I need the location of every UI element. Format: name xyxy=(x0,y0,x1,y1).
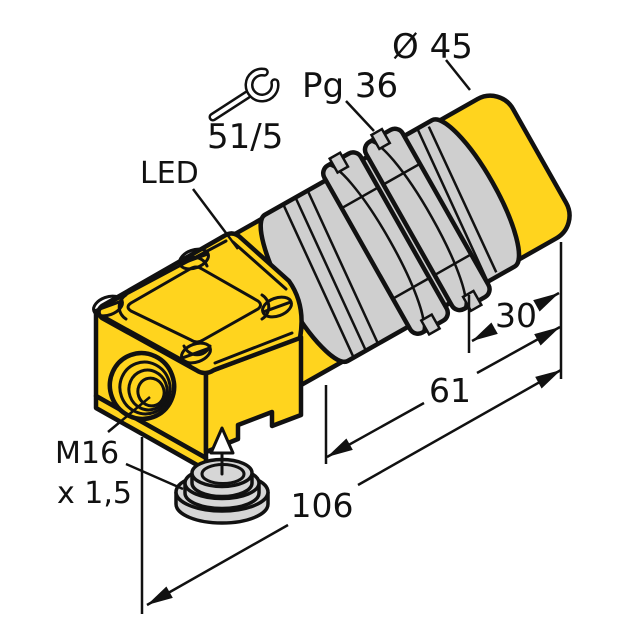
dimension-arrow xyxy=(147,586,173,605)
screw-pocket-arc xyxy=(117,293,128,321)
lid-screw xyxy=(180,341,212,365)
wrench-handle-fill xyxy=(211,93,249,119)
label-cable-gland-line1: M16 xyxy=(55,436,119,471)
thread-ridge xyxy=(294,197,367,351)
screw-pocket-arc xyxy=(260,293,271,321)
leader-diameter xyxy=(445,59,471,91)
nut-facet-line xyxy=(392,276,431,300)
label-diameter: Ø 45 xyxy=(392,27,473,67)
m16-thread-ring xyxy=(118,360,172,416)
lid-screw xyxy=(178,247,210,271)
dimension-arrow xyxy=(533,293,559,312)
screw-head xyxy=(261,295,293,319)
dimension-arrow xyxy=(534,327,560,346)
label-led: LED xyxy=(140,156,199,191)
m16-thread-ring xyxy=(136,376,166,408)
lid-chamfer-line xyxy=(231,240,288,291)
screw-head xyxy=(180,341,212,365)
thread-ridge xyxy=(282,204,355,358)
nut-slot xyxy=(419,312,442,337)
label-cable-gland-line2: x 1,5 xyxy=(57,476,132,511)
screw-slot xyxy=(180,253,208,265)
dimension-30: 30 xyxy=(471,291,560,343)
dimension-30-value: 30 xyxy=(495,296,537,335)
up-arrow-icon xyxy=(209,426,235,476)
thread-ridge xyxy=(416,128,489,282)
wrench-jaw-fill xyxy=(247,70,277,100)
nut-slot xyxy=(369,127,392,151)
lid-screw xyxy=(92,294,124,318)
m16-thread-ring xyxy=(127,368,169,412)
label-wrench-size: 51/5 xyxy=(207,117,283,157)
nut-facet-line xyxy=(341,186,379,210)
leader-m16-hole xyxy=(107,396,151,433)
thread-ridges xyxy=(282,126,498,358)
lid-screw xyxy=(261,295,293,319)
thread-ridge xyxy=(306,190,379,344)
thread-ridge xyxy=(427,126,498,273)
dimension-arrow xyxy=(327,438,353,457)
screw-slot xyxy=(182,347,210,359)
screw-head xyxy=(92,294,124,318)
dimension-106-value: 106 xyxy=(291,486,354,525)
leader-led xyxy=(192,188,239,250)
label-mounting-thread: Pg 36 xyxy=(302,66,398,106)
leader-thread xyxy=(345,100,375,132)
arrow-head-open xyxy=(209,426,235,455)
dimension-arrow xyxy=(472,322,498,341)
screw-slot xyxy=(263,301,291,313)
nut-facet-line xyxy=(433,253,472,277)
blind-plug xyxy=(174,457,270,525)
dimension-line xyxy=(357,368,562,487)
dimension-106: 106 xyxy=(146,368,562,607)
lid-chamfer-line xyxy=(213,331,294,365)
screw-slot xyxy=(94,300,122,312)
nut-slots xyxy=(327,127,484,337)
screw-head xyxy=(178,247,210,271)
wrench-icon xyxy=(208,67,280,122)
sensor-barrel-group xyxy=(206,93,572,392)
dimension-line xyxy=(146,523,289,607)
dimension-arrow xyxy=(535,370,561,389)
m16-cable-entry xyxy=(107,350,177,422)
nut-slot xyxy=(461,289,484,313)
dimension-61-value: 61 xyxy=(429,371,471,410)
lid-chamfer-line xyxy=(101,314,192,366)
terminal-chamber xyxy=(92,231,304,473)
dimension-61: 61 xyxy=(326,325,561,459)
nut-slot xyxy=(327,150,350,175)
leader-m16-plug xyxy=(125,462,184,491)
nut-facet-line xyxy=(382,162,421,186)
